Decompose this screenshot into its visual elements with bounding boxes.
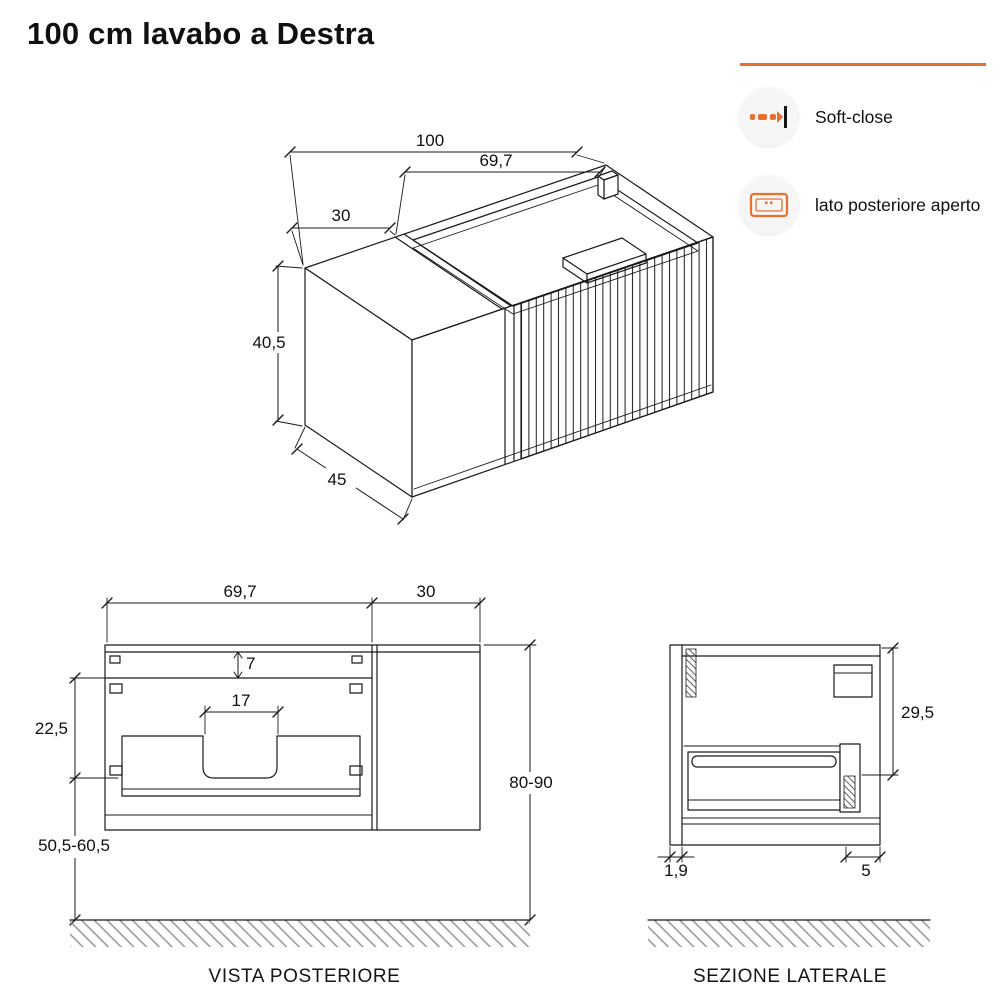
iso-dimensions: 100 69,7 30 40,5 45 xyxy=(246,131,606,525)
mount-plate xyxy=(351,655,363,664)
back-panel-section xyxy=(685,648,697,698)
front-panel-hatch xyxy=(843,775,856,809)
side-view-drawing xyxy=(669,644,881,846)
side-view-caption: SEZIONE LATERALE xyxy=(692,966,888,987)
dim-label-inner-height: 29,5 xyxy=(901,703,934,722)
basin-opening-rim xyxy=(412,176,699,307)
drain-box xyxy=(562,237,647,284)
side-extension-lines xyxy=(669,647,899,863)
open-back-glyph xyxy=(749,192,789,218)
dim-label-total-width: 100 xyxy=(416,131,444,150)
open-back-panel-icon xyxy=(740,176,798,234)
rear-view-caption: VISTA POSTERIORE xyxy=(208,966,401,987)
dim-label-bottom-gap: 5 xyxy=(861,861,870,880)
dim-label-basin-width: 69,7 xyxy=(479,151,512,170)
iso-extension-lines xyxy=(275,154,606,521)
side-dimensions: 29,5 1,9 5 xyxy=(657,642,934,880)
drawer-back-with-siphon-cutout xyxy=(121,735,361,797)
dim-label-cutout-height: 22,5 xyxy=(35,719,68,738)
mount-plate xyxy=(109,655,121,664)
page-title: 100 cm lavabo a Destra xyxy=(27,16,375,51)
ground-hatch xyxy=(69,919,931,947)
isometric-cabinet xyxy=(304,164,714,498)
rear-dimensions: 69,7 30 7 17 22,5 50,5-60,5 80-90 xyxy=(26,582,559,926)
dim-label-siphon-width: 17 xyxy=(232,691,251,710)
feature-open-back: lato posteriore aperto xyxy=(740,176,993,234)
feature-label-open-back: lato posteriore aperto xyxy=(815,195,981,215)
hinge-bracket xyxy=(349,683,363,694)
feature-label-soft-close: Soft-close xyxy=(815,107,893,127)
dim-label-rear-closed-width: 30 xyxy=(417,582,436,601)
dim-label-panel-thickness: 1,9 xyxy=(664,861,688,880)
dim-label-rear-open-width: 69,7 xyxy=(223,582,256,601)
wall-bracket xyxy=(597,170,619,200)
dim-label-door-width: 30 xyxy=(332,206,351,225)
dim-label-top-clearance: 7 xyxy=(246,654,255,673)
dim-label-cutout-floor-distance: 50,5-60,5 xyxy=(38,836,110,855)
fluted-drawer-front xyxy=(520,236,714,460)
small-arrows xyxy=(233,651,243,679)
legend-divider xyxy=(740,63,986,66)
dim-label-depth: 45 xyxy=(328,470,347,489)
rear-view-drawing xyxy=(104,644,481,831)
rear-extension-lines xyxy=(69,597,537,779)
soft-close-icon xyxy=(740,88,798,146)
hinge-bracket xyxy=(349,765,363,776)
hinge-bracket xyxy=(109,683,123,694)
feature-soft-close: Soft-close xyxy=(740,88,993,146)
wall-bracket-section xyxy=(833,664,873,698)
drawer-slide xyxy=(691,755,837,768)
dim-label-height: 40,5 xyxy=(252,333,285,352)
dim-label-mounting-height: 80-90 xyxy=(509,773,552,792)
soft-close-glyph xyxy=(750,106,787,128)
basin-opening-floor xyxy=(412,184,699,315)
